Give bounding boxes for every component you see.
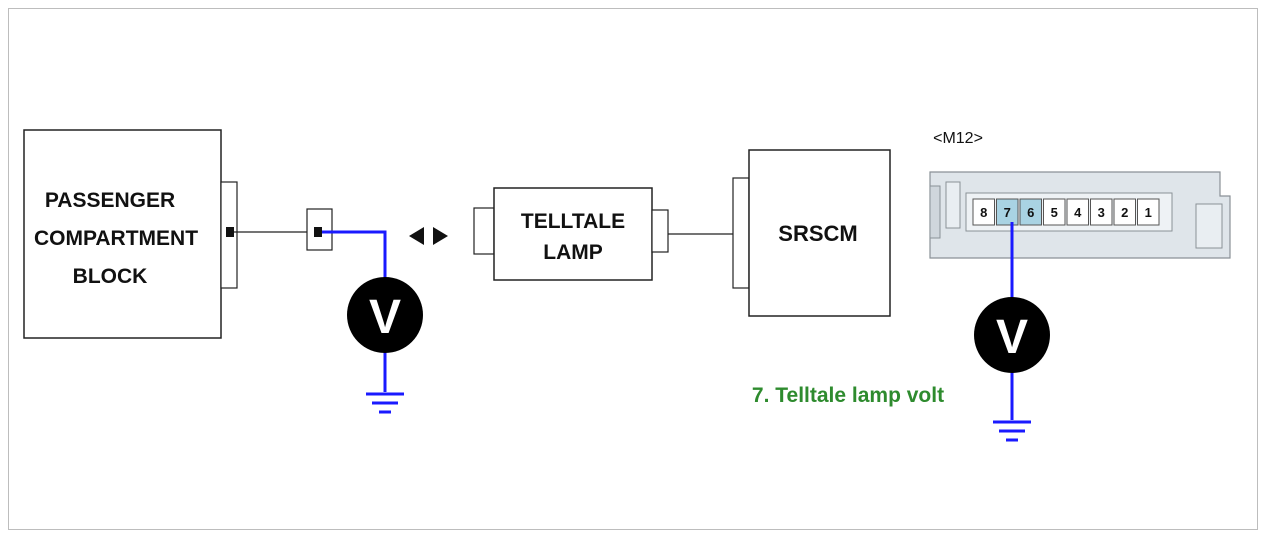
srscm-module: SRSCM bbox=[732, 149, 891, 317]
voltmeter-icon-left: V bbox=[347, 277, 423, 353]
connector-pin-5 bbox=[1043, 198, 1066, 226]
connector-pin-label: 4 bbox=[1074, 205, 1082, 220]
passenger-block-label-3: BLOCK bbox=[73, 265, 148, 288]
ground-icon bbox=[993, 420, 1031, 442]
m12-connector: 8 7 6 5 4 3 2 1 bbox=[929, 171, 1231, 259]
passenger-block-label-1: PASSENGER bbox=[45, 189, 175, 212]
ground-icon bbox=[366, 392, 404, 414]
connector-pin-label: 8 bbox=[980, 205, 987, 220]
connector-pin-label: 5 bbox=[1051, 205, 1058, 220]
connector-pin-label: 1 bbox=[1145, 205, 1152, 220]
connector-pin-label: 6 bbox=[1027, 205, 1034, 220]
voltmeter-left-symbol: V bbox=[369, 291, 401, 344]
connector-pin-label: 7 bbox=[1004, 205, 1011, 220]
srscm-label: SRSCM bbox=[778, 221, 857, 246]
connector-pin-6 bbox=[1019, 198, 1042, 226]
left-probe bbox=[322, 230, 404, 414]
step-label: 7. Telltale lamp volt bbox=[752, 384, 944, 407]
telltale-lamp-label-1: TELLTALE bbox=[521, 210, 625, 233]
voltmeter-icon-right: V bbox=[974, 297, 1050, 373]
connector-pin-4 bbox=[1066, 198, 1089, 226]
connector-name: <M12> bbox=[933, 130, 983, 147]
connector-pin-label: 3 bbox=[1098, 205, 1105, 220]
connector-pin-1 bbox=[1137, 198, 1160, 226]
test-connector bbox=[306, 208, 333, 251]
right-probe bbox=[993, 222, 1031, 442]
connector-pin-label: 2 bbox=[1121, 205, 1128, 220]
connector-pin-8 bbox=[972, 198, 995, 226]
passenger-block-label-2: COMPARTMENT bbox=[34, 227, 198, 250]
break-arrows-icon bbox=[409, 227, 448, 245]
voltmeter-right-symbol: V bbox=[996, 311, 1028, 364]
telltale-lamp-label-2: LAMP bbox=[543, 241, 603, 264]
passenger-compartment-block: PASSENGER COMPARTMENT BLOCK bbox=[23, 129, 238, 339]
connector-pin-2 bbox=[1113, 198, 1136, 226]
connector-pin-3 bbox=[1090, 198, 1113, 226]
connector-pin-7 bbox=[996, 198, 1019, 226]
telltale-lamp: TELLTALE LAMP bbox=[473, 187, 669, 281]
